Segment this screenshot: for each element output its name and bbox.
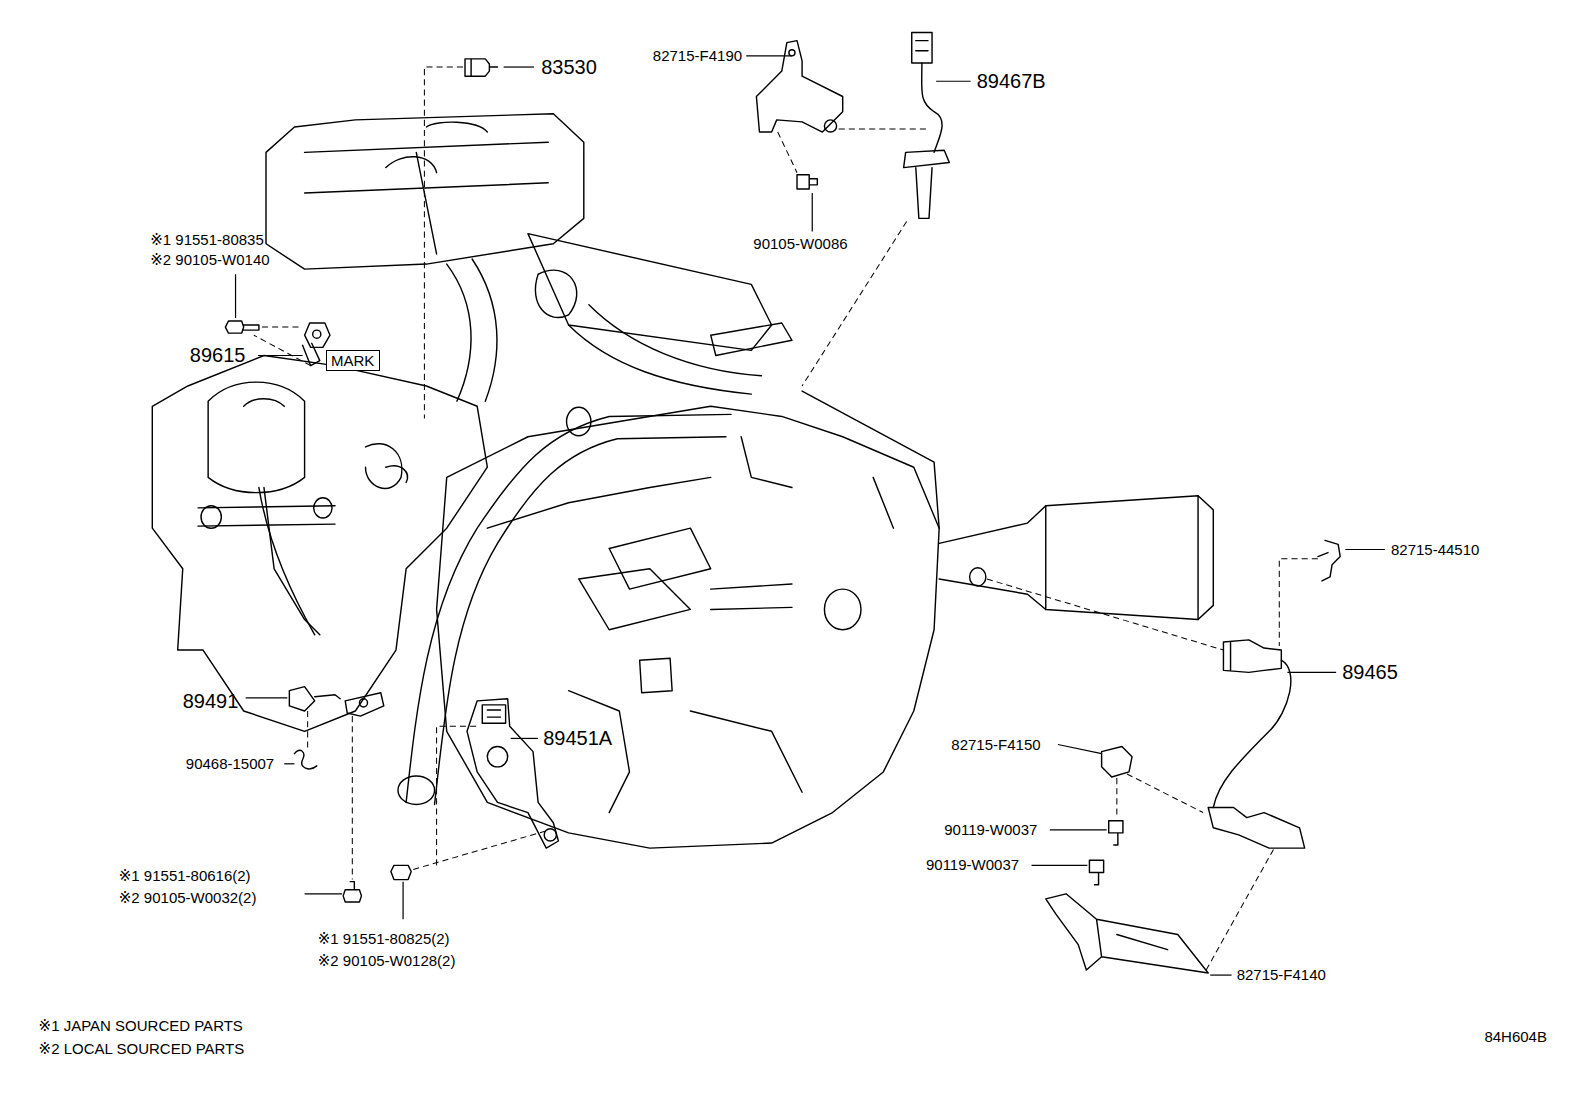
part-number: ※1 91551-80825(2) [318, 930, 450, 947]
part-number: 90105-W0086 [753, 235, 847, 252]
part-number: 82715-44510 [1391, 541, 1479, 558]
part-number: 89451A [543, 727, 612, 750]
part-number: 89467B [977, 70, 1046, 93]
part-number: ※1 91551-80616(2) [119, 867, 251, 884]
note: ※2 LOCAL SOURCED PARTS [39, 1041, 245, 1058]
part-number: 89615 [190, 344, 246, 367]
mark-box: MARK [326, 350, 380, 371]
part-number: 89491 [183, 689, 239, 712]
part-number: ※1 91551-80835 [150, 231, 264, 248]
part-number: 89465 [1342, 661, 1398, 684]
drawing-code: 84H604B [1484, 1028, 1547, 1045]
part-number: 82715-F4150 [951, 736, 1040, 753]
part-number: 83530 [541, 56, 597, 79]
part-number: 90468-15007 [186, 755, 274, 772]
part-number: ※2 90105-W0032(2) [119, 889, 257, 906]
part-number: 82715-F4190 [653, 47, 742, 64]
part-number: 90119-W0037 [926, 857, 1019, 874]
part-number: ※2 90105-W0128(2) [318, 952, 456, 969]
part-number: ※2 90105-W0140 [150, 251, 269, 268]
part-number: 90119-W0037 [944, 821, 1037, 838]
part-number: 82715-F4140 [1237, 966, 1326, 983]
note: ※1 JAPAN SOURCED PARTS [39, 1017, 243, 1034]
mark-text: MARK [331, 352, 375, 369]
